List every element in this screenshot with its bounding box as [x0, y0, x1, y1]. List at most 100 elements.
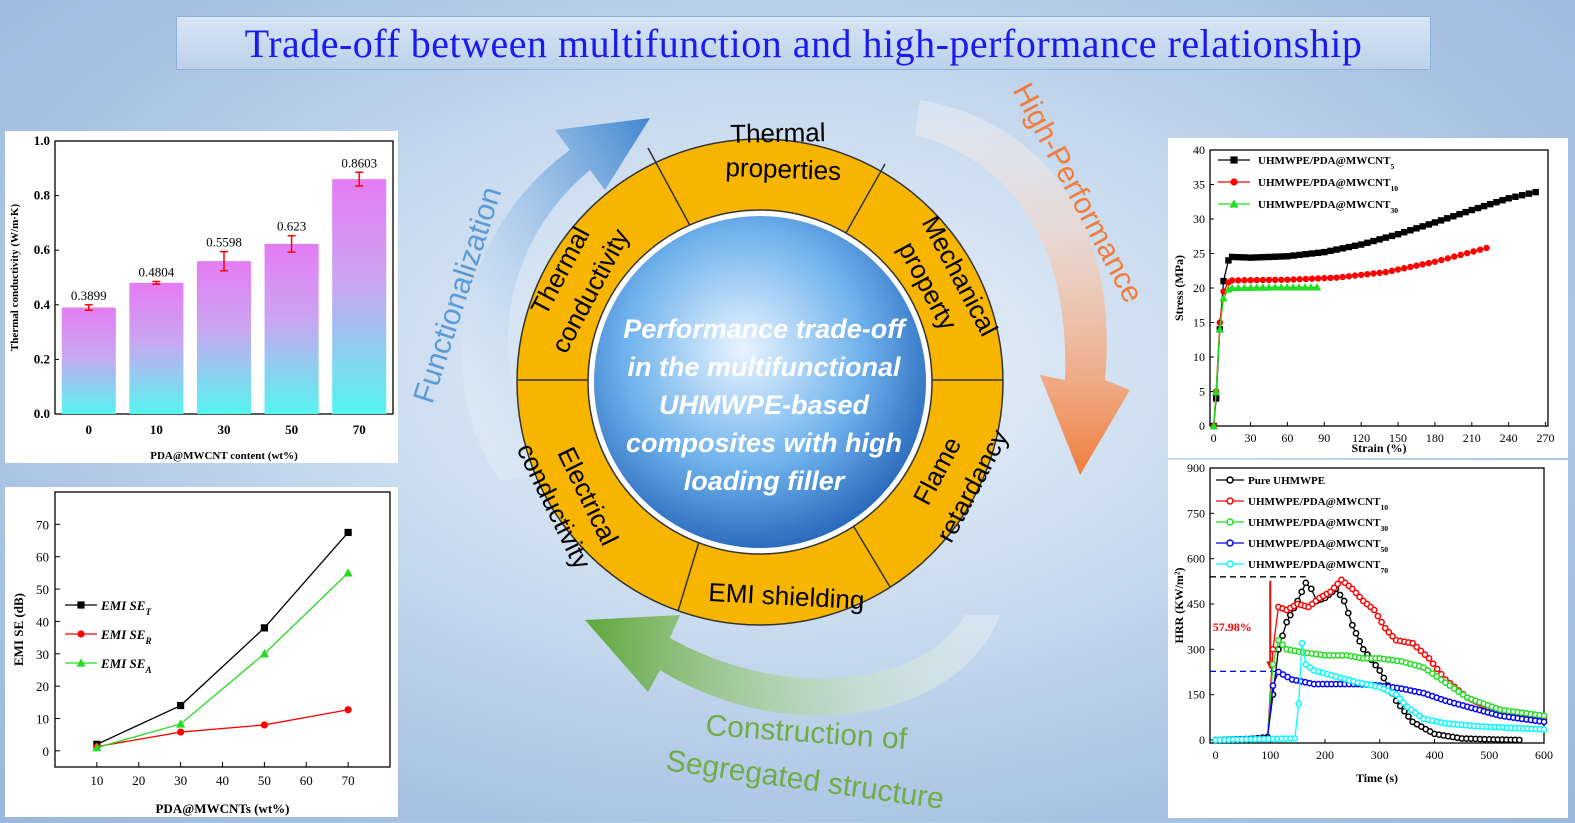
stress-data-point	[1321, 274, 1328, 282]
center-line-5: loading filler	[684, 466, 846, 496]
stress-data-point	[1462, 208, 1469, 216]
stress-data-point	[1450, 213, 1457, 220]
hrr-data-point	[1356, 593, 1364, 601]
stress-data-point	[1300, 283, 1310, 291]
stress-y-tick-label: 25	[1193, 247, 1205, 261]
stress-data-point	[1333, 274, 1340, 281]
hrr-data-point	[1540, 712, 1548, 720]
stress-x-tick-label: 90	[1318, 431, 1330, 445]
hrr-data-point	[1421, 651, 1429, 658]
hrr-data-point	[1269, 645, 1277, 653]
emi-x-tick-label: 20	[132, 773, 145, 788]
stress-y-axis-label: Stress (MPa)	[1172, 255, 1186, 321]
hrr-data-point	[1428, 670, 1436, 677]
stress-data-point	[1253, 276, 1260, 284]
emi-data-point	[177, 728, 185, 736]
stress-data-point	[1228, 277, 1236, 284]
performance-wheel-diagram: Functionalization High-Performance Const…	[360, 78, 1240, 816]
emi-data-point	[259, 649, 269, 658]
emi-data-point	[344, 528, 352, 537]
stress-data-point	[1241, 254, 1248, 261]
hrr-data-point	[1376, 667, 1384, 674]
hrr-data-point	[1374, 612, 1382, 620]
emi-y-axis-label: EMI SE (dB)	[11, 593, 26, 666]
stress-data-point	[1333, 246, 1340, 253]
stress-x-tick-label: 120	[1352, 431, 1370, 445]
stress-data-point	[1308, 275, 1316, 282]
stress-data-point	[1487, 200, 1494, 208]
emi-data-point	[260, 624, 268, 632]
hrr-data-point	[1433, 673, 1441, 680]
stress-data-point	[1456, 210, 1463, 218]
emi-y-tick-label: 70	[36, 517, 49, 532]
wheel-svg: Functionalization High-Performance Const…	[407, 78, 1149, 816]
hrr-data-point	[1459, 691, 1467, 698]
stress-data-point	[1451, 253, 1458, 260]
stress-data-point	[1240, 283, 1249, 292]
emi-x-tick-label: 40	[216, 773, 229, 788]
stress-data-point	[1278, 253, 1285, 260]
hrr-data-point	[1340, 597, 1348, 605]
stress-y-tick-label: 0	[1199, 419, 1205, 433]
stress-data-point	[1525, 190, 1533, 197]
stress-x-tick-label: 270	[1537, 431, 1555, 445]
hrr-data-point	[1295, 700, 1303, 708]
stress-data-point	[1308, 250, 1316, 257]
stress-data-point	[1265, 253, 1273, 261]
stress-data-point	[1357, 271, 1365, 279]
stress-data-point	[1282, 283, 1292, 291]
tc-bar	[332, 179, 387, 414]
thermal-conductivity-svg: 0.389900.4804100.5598300.623500.8603700.…	[9, 133, 394, 462]
stress-data-point	[1382, 234, 1389, 241]
hrr-data-point	[1352, 589, 1360, 597]
stress-data-point	[1302, 250, 1310, 258]
stress-data-point	[1225, 257, 1232, 264]
stress-data-point	[1271, 253, 1279, 260]
stress-data-point	[1247, 254, 1254, 261]
stress-data-point	[1357, 241, 1365, 248]
hrr-data-point	[1327, 588, 1334, 596]
emi-data-point	[343, 568, 353, 577]
emi-x-tick-label: 50	[258, 773, 271, 788]
stress-data-point	[1211, 387, 1221, 395]
hrr-legend-marker	[1226, 518, 1234, 526]
emi-x-axis-label: PDA@MWCNTs (wt%)	[155, 801, 289, 816]
stress-legend-marker	[1230, 178, 1238, 186]
emi-y-tick-label: 30	[36, 647, 49, 662]
stress-data-point	[1493, 199, 1500, 206]
hrr-data-point	[1420, 664, 1427, 671]
stress-data-point	[1394, 230, 1402, 238]
hrr-data-point	[1370, 606, 1378, 614]
hrr-data-point	[1283, 618, 1291, 626]
stress-data-point	[1259, 276, 1267, 284]
stress-data-point	[1321, 248, 1328, 256]
hrr-data-point	[1516, 736, 1523, 744]
stress-y-tick-label: 35	[1193, 178, 1205, 192]
hrr-data-point	[1269, 661, 1277, 668]
hrr-data-point	[1392, 691, 1400, 698]
hrr-legend-label: UHMWPE/PDA@MWCNT30	[1248, 517, 1388, 533]
hrr-data-point	[1269, 682, 1277, 689]
hrr-data-point	[1286, 611, 1294, 619]
stress-data-point	[1270, 283, 1280, 291]
hrr-data-point	[1424, 667, 1432, 674]
stress-data-point	[1312, 283, 1322, 291]
stress-x-tick-label: 30	[1245, 431, 1257, 445]
stress-data-point	[1345, 273, 1353, 280]
construction-label-1: Construction of	[705, 709, 909, 756]
stress-data-point	[1288, 283, 1298, 291]
stress-data-point	[1382, 268, 1389, 276]
stress-data-point	[1388, 232, 1396, 240]
stress-data-point	[1400, 265, 1408, 272]
stress-data-point	[1376, 236, 1383, 243]
tc-x-tick-label: 10	[150, 422, 163, 437]
stress-data-point	[1518, 191, 1526, 199]
hrr-legend-label: UHMWPE/PDA@MWCNT50	[1248, 538, 1388, 554]
emi-y-tick-label: 20	[36, 679, 49, 694]
tc-value-label: 0.3899	[71, 288, 107, 303]
stress-data-point	[1457, 251, 1464, 259]
stress-data-point	[1220, 277, 1227, 285]
stress-data-point	[1296, 251, 1303, 259]
